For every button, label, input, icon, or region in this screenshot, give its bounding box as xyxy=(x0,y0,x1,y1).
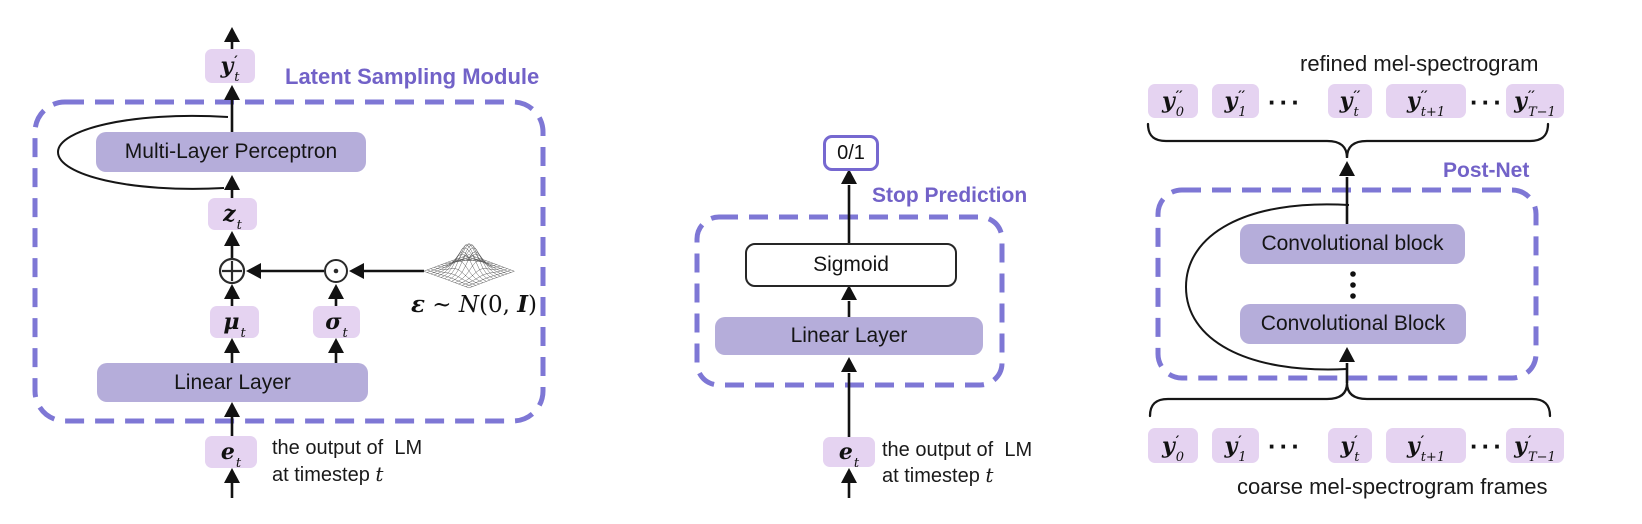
post-net-module-title: Post-Net xyxy=(1443,159,1530,182)
gaussian-surface-icon xyxy=(423,243,515,289)
latent-linear-block: Linear Layer xyxy=(97,363,368,402)
refined-frame-token: y′′1 xyxy=(1212,84,1259,119)
mlp-skip-connection-curve xyxy=(56,114,229,190)
post-net-arrowheads xyxy=(1339,161,1355,362)
stop-prediction-arrowheads xyxy=(841,169,857,483)
lm-input-caption-line2: at timestep t xyxy=(272,462,384,486)
coarse-row-ellipsis: ··· xyxy=(1470,431,1505,461)
coarse-row-overbrace xyxy=(1148,382,1552,418)
refined-frame-token: y′′t+1 xyxy=(1386,84,1466,119)
product-icon xyxy=(324,259,348,283)
coarse-frame-token: y′t+1 xyxy=(1386,428,1466,464)
sigmoid-block: Sigmoid xyxy=(745,243,957,287)
latent-sampling-dashed-border xyxy=(32,99,546,424)
stop-input-caption-line1: the output of LM xyxy=(882,439,1033,461)
coarse-mel-caption: coarse mel-spectrogram frames xyxy=(1237,474,1548,499)
noise-distribution-label: ε ~ N(0, I) xyxy=(411,291,537,318)
coarse-frame-token: y′0 xyxy=(1148,428,1198,464)
sum-icon xyxy=(218,257,246,285)
coarse-frame-token: y′T−1 xyxy=(1506,428,1564,464)
output-frame-token: y′t xyxy=(205,49,255,84)
stop-input-caption-line2: at timestep t xyxy=(882,463,994,487)
refined-frame-token: y′′t xyxy=(1328,84,1372,119)
refined-row-ellipsis: ··· xyxy=(1470,87,1505,117)
coarse-row-ellipsis: ··· xyxy=(1268,431,1303,461)
latent-sampling-module-title: Latent Sampling Module xyxy=(285,64,540,89)
latent-sampling-arrowheads xyxy=(224,27,364,483)
lm-input-caption-line1: the output of LM xyxy=(272,437,423,459)
latent-sampling-arrows xyxy=(230,41,424,498)
refined-row-ellipsis: ··· xyxy=(1268,87,1303,117)
stop-prediction-module-title: Stop Prediction xyxy=(872,184,1028,207)
stop-linear-block: Linear Layer xyxy=(715,317,983,355)
refined-mel-caption: refined mel-spectrogram xyxy=(1300,51,1539,76)
vertical-ellipsis-icon xyxy=(1350,271,1356,299)
coarse-frame-token: y′1 xyxy=(1212,428,1259,464)
postnet-skip-connection-curve xyxy=(1184,203,1350,371)
stop-flag-output: 0/1 xyxy=(823,135,879,171)
refined-row-underbrace xyxy=(1146,122,1550,159)
conv-block-bottom: Convolutional Block xyxy=(1240,304,1466,344)
conv-block-top: Convolutional block xyxy=(1240,224,1465,264)
refined-frame-token: y′′0 xyxy=(1148,84,1198,119)
mlp-block: Multi-Layer Perceptron xyxy=(96,132,366,172)
coarse-frame-token: y′t xyxy=(1328,428,1372,464)
refined-frame-token: y′′T−1 xyxy=(1506,84,1564,119)
